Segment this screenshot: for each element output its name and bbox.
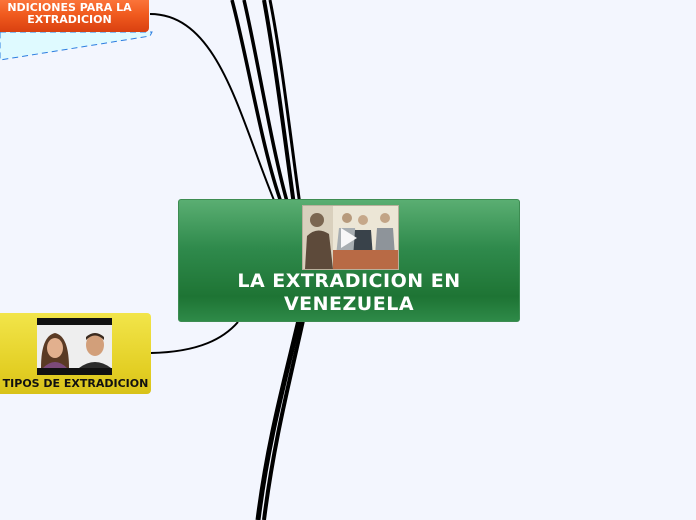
courtroom-sketch-image bbox=[303, 206, 398, 269]
topic-extradition-conditions[interactable]: NDICIONES PARA LA EXTRADICION bbox=[0, 0, 149, 32]
topic-label: NDICIONES PARA LA EXTRADICION bbox=[0, 2, 149, 26]
central-title-line2: VENEZUELA bbox=[283, 293, 415, 315]
topic-label-line1: NDICIONES PARA LA bbox=[7, 1, 132, 14]
branch-down-1 bbox=[255, 315, 303, 520]
branch-up-4 bbox=[268, 0, 302, 206]
branch-up-2 bbox=[242, 0, 290, 206]
topic-extradition-types[interactable]: TIPOS DE EXTRADICION bbox=[0, 313, 151, 394]
topic-label: TIPOS DE EXTRADICION bbox=[2, 377, 149, 390]
branch-down-2 bbox=[262, 315, 306, 520]
portraits-image bbox=[37, 318, 112, 375]
central-topic-title: LA EXTRADICION EN VENEZUELA bbox=[179, 270, 519, 316]
topic-boundary bbox=[0, 31, 153, 61]
branch-types bbox=[150, 321, 239, 354]
branch-conditions bbox=[149, 13, 277, 206]
topic-label-line2: EXTRADICION bbox=[27, 13, 112, 26]
video-thumbnail[interactable] bbox=[302, 205, 399, 270]
video-thumbnail[interactable] bbox=[37, 318, 112, 375]
branch-up-1 bbox=[230, 0, 284, 206]
central-title-line1: LA EXTRADICION EN bbox=[237, 270, 461, 292]
central-topic[interactable]: LA EXTRADICION EN VENEZUELA bbox=[178, 199, 520, 322]
branch-up-3 bbox=[262, 0, 296, 206]
